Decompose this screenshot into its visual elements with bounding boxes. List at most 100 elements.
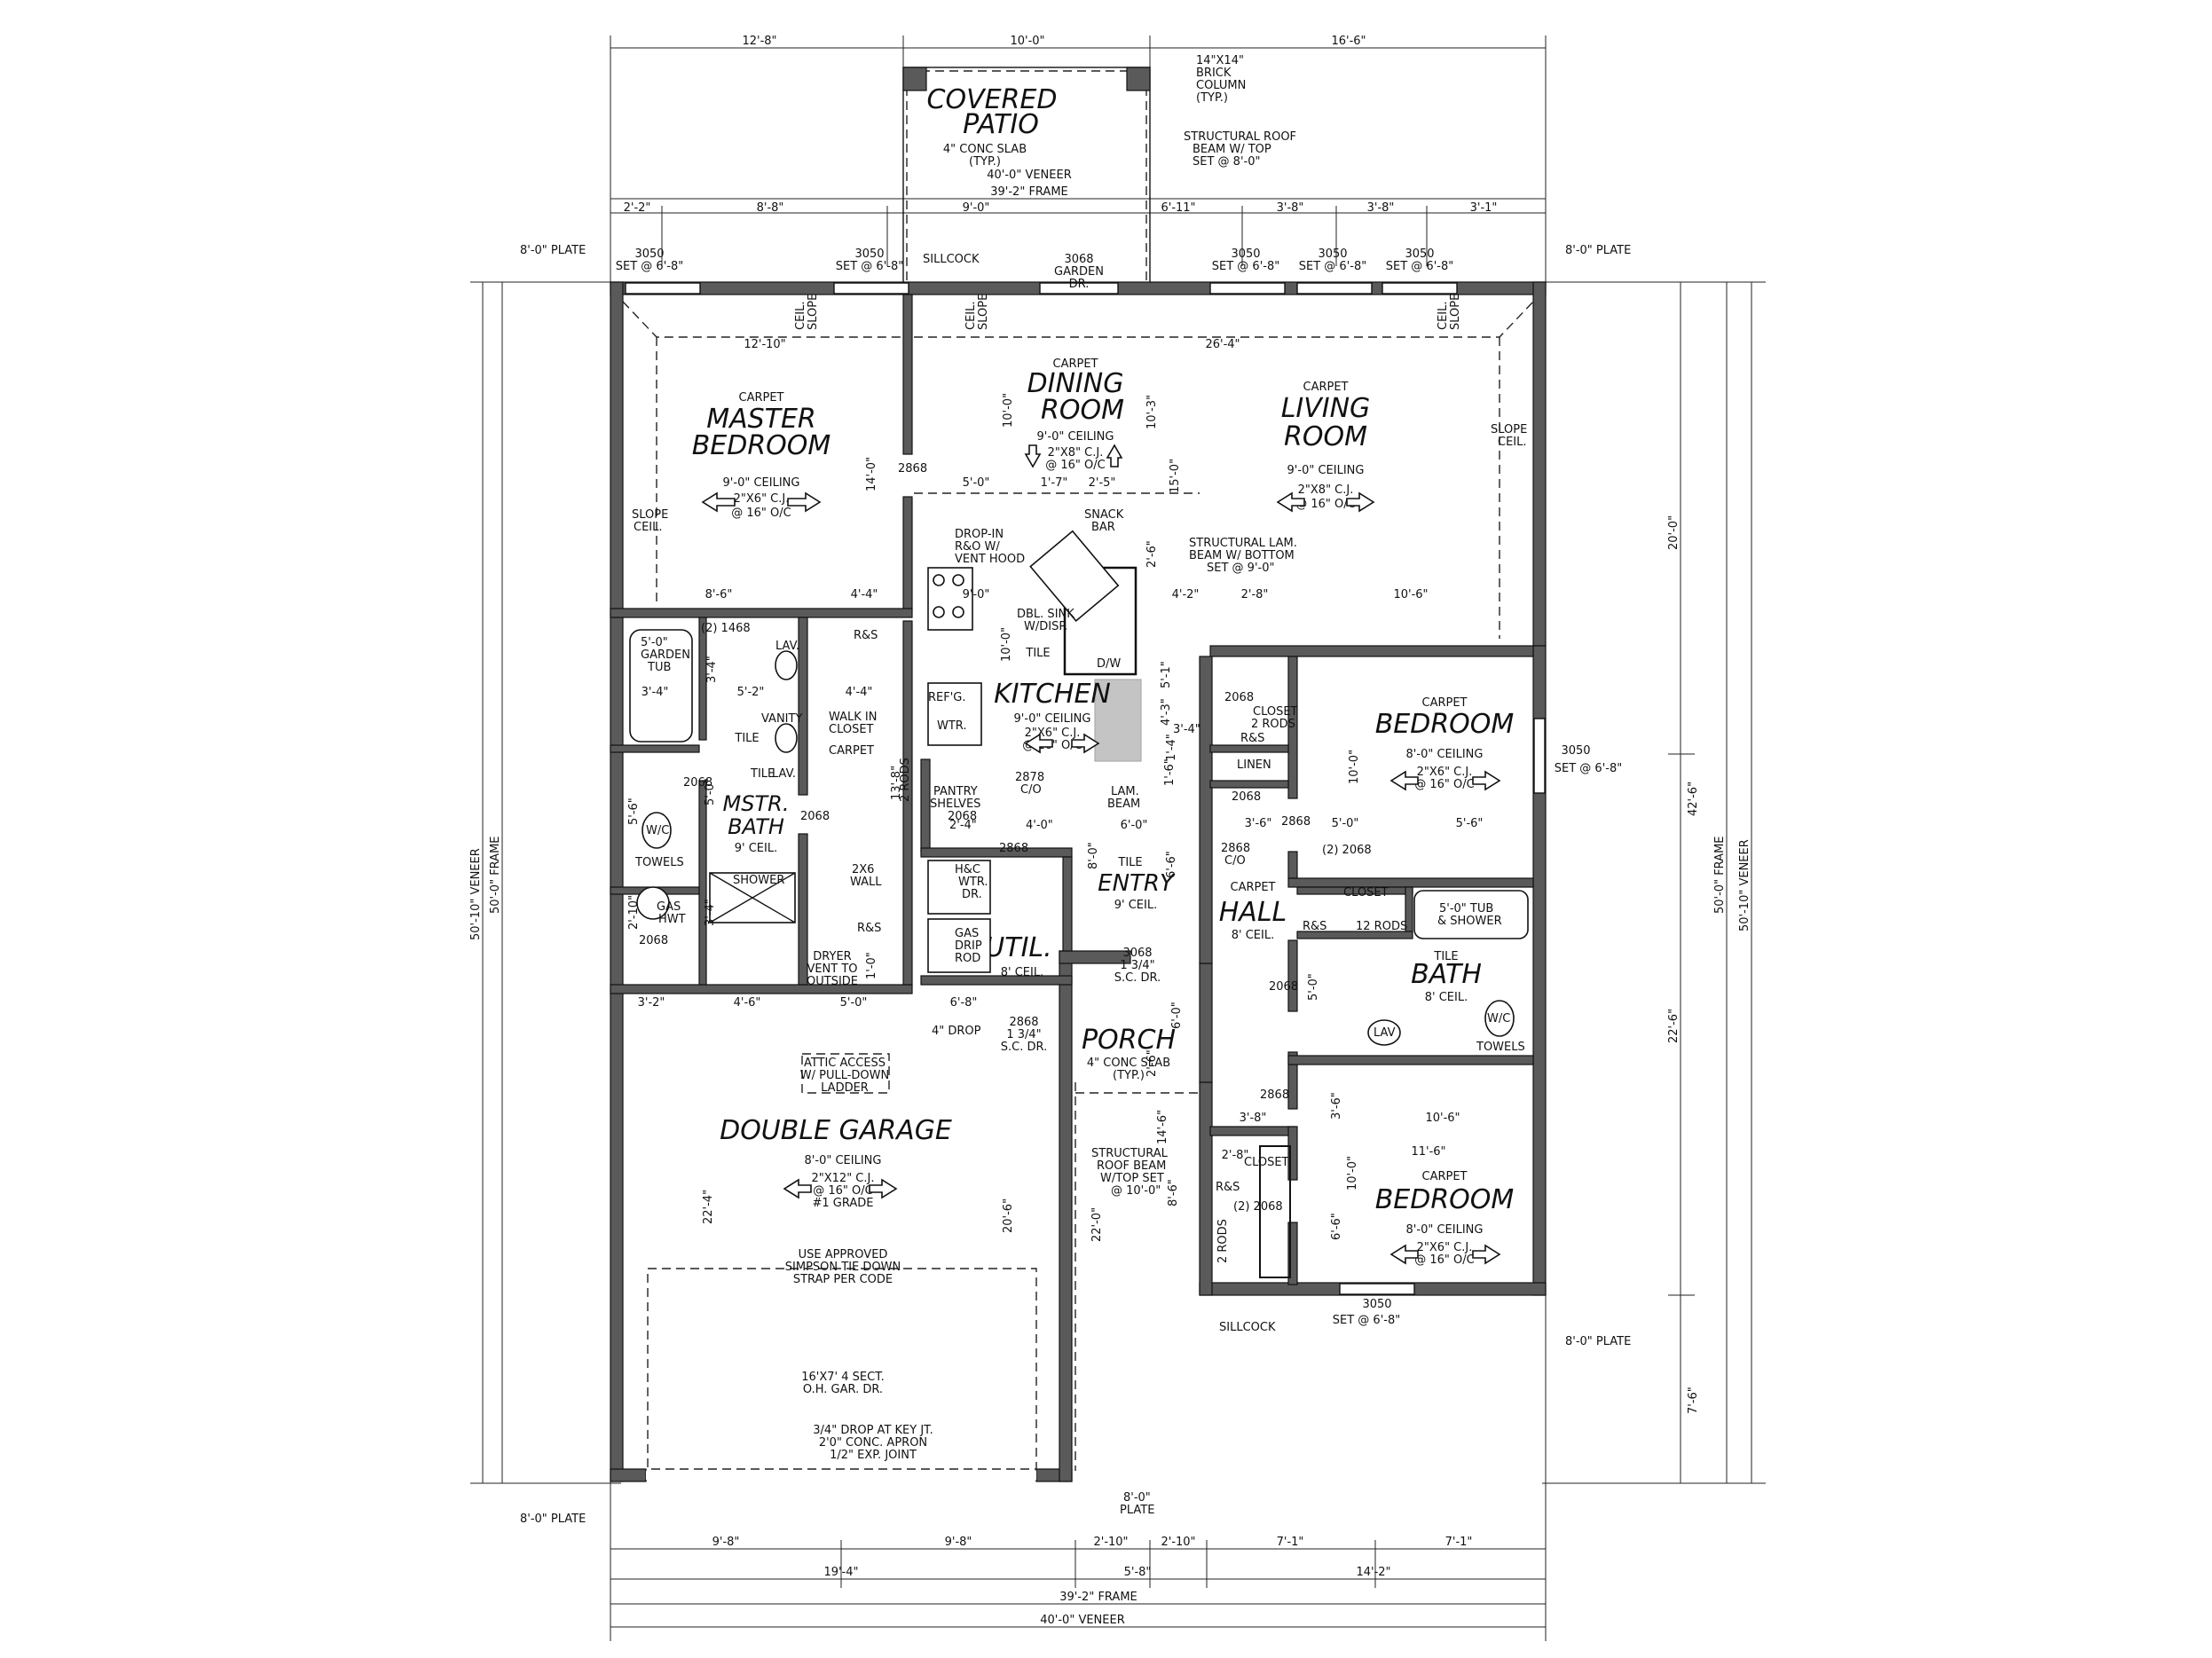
dim-i-c30: 10'-6" — [1425, 1112, 1460, 1125]
plate-top-right: 8'-0" PLATE — [1565, 244, 1631, 257]
door-1468: (2) 1468 — [701, 622, 751, 635]
dryer-note-1: DRYER — [813, 950, 851, 963]
dim-i-a1: 8'-6" — [705, 588, 733, 601]
towels-label-1: TOWELS — [634, 856, 684, 869]
rs-label-b3: R&S — [1216, 1181, 1240, 1194]
dim-i-c7: 5'-6" — [627, 798, 641, 825]
living-cj: 2"X8" C.J. — [1298, 483, 1354, 497]
living-ceiling: 9'-0" CEILING — [1287, 464, 1365, 477]
dim-i-lr-h: 15'-0" — [1169, 459, 1182, 493]
gas-drip-1: GAS — [955, 927, 979, 940]
bedroom2-cj: 2"X6" C.J. — [1417, 766, 1473, 779]
living-floor: CARPET — [1303, 381, 1349, 394]
porch-beam-note-4: @ 10'-0" — [1111, 1184, 1161, 1198]
roof-beam-note-2: BEAM W/ TOP — [1193, 143, 1271, 156]
frame-label: 39'-2" FRAME — [990, 185, 1068, 199]
dim-top2-a: 2'-2" — [624, 201, 651, 215]
master-cj: 2"X6" C.J. — [734, 492, 790, 506]
sillcock-top: SILLCOCK — [923, 253, 980, 266]
lam-beam-2: BEAM — [1107, 798, 1140, 811]
porch-name: PORCH — [1082, 1025, 1176, 1056]
hw-note-3: DR. — [962, 888, 982, 901]
dim-i-c17: 8'-0" — [1087, 842, 1100, 869]
dim-right-low: 22'-6" — [1667, 1009, 1681, 1043]
wtr-label: WTR. — [937, 719, 967, 733]
twobysix-label: 2X6 — [852, 863, 874, 876]
ceil-slope-3b: SLOPE — [1449, 294, 1462, 330]
dim-i-c21: 5'-0" — [840, 996, 868, 1010]
dim-bot4: 40'-0" VENEER — [1040, 1614, 1124, 1627]
garage-door-note-2: O.H. GAR. DR. — [803, 1383, 883, 1396]
dim-i-b4: 3'-4" — [1173, 723, 1200, 736]
hall-name: HALL — [1219, 897, 1287, 928]
dim-i-c9: 3'-4" — [704, 899, 717, 926]
master-oc: @ 16" O/C — [731, 507, 791, 520]
two-rods-label-2: 2 RODS — [1216, 1219, 1230, 1263]
dim-top2-b: 8'-8" — [757, 201, 784, 215]
bedroom3-cj: 2"X6" C.J. — [1417, 1241, 1473, 1254]
dim-i-c38: 2'-6" — [1145, 540, 1159, 568]
apron-note-2: 2'0" CONC. APRON — [819, 1436, 927, 1450]
door-mb: 2868 — [898, 462, 927, 475]
garden-dr-3: DR. — [1069, 278, 1090, 291]
dim-bot1-c: 2'-10" — [1093, 1536, 1128, 1549]
mstr-bath-name-2: BATH — [728, 814, 784, 839]
hw-note-1: H&C — [955, 863, 980, 876]
door-2x2068-b3: (2) 2068 — [1233, 1200, 1283, 1214]
bath-ceiling: 8' CEIL. — [1425, 991, 1468, 1004]
dim-bot2-b: 5'-8" — [1124, 1566, 1152, 1579]
mstr-bath-ceiling: 9' CEIL. — [735, 842, 777, 855]
dim-i-c40: 1'-4" — [1165, 734, 1178, 761]
dim-top2-g: 3'-1" — [1470, 201, 1498, 215]
porch-beam-note-2: ROOF BEAM — [1097, 1159, 1166, 1173]
window-labels: 3050 SET @ 6'-8" 3050 SET @ 6'-8" 3050 S… — [616, 248, 1622, 1327]
dim-i-c34: 3'-6" — [1330, 1092, 1343, 1120]
rs-label-2: R&S — [857, 922, 881, 935]
bath-name: BATH — [1411, 959, 1482, 990]
garden-tub-3: TUB — [647, 661, 671, 674]
dim-left-veneer: 50'-10" VENEER — [469, 848, 483, 940]
master-floor: CARPET — [739, 391, 784, 405]
porch-typ: (TYP.) — [1113, 1069, 1145, 1082]
bedroom2-ceiling: 8'-0" CEILING — [1406, 748, 1484, 761]
dimension-lines — [470, 35, 1766, 1641]
front-door-3: S.C. DR. — [1114, 971, 1161, 985]
bedroom3-name: BEDROOM — [1375, 1184, 1515, 1215]
dim-i-c29: 20'-6" — [1002, 1198, 1015, 1233]
dim-bot2-a: 19'-4" — [823, 1566, 858, 1579]
dim-bot2-c: 14'-2" — [1356, 1566, 1390, 1579]
brick-column-note-1: 14"X14" — [1196, 54, 1244, 67]
bedroom2-name: BEDROOM — [1375, 709, 1515, 740]
dim-i-k1: 5'-0" — [963, 476, 990, 490]
w-lr2-set: SET @ 6'-8" — [1299, 260, 1366, 273]
walkin-note-3: CARPET — [829, 744, 874, 758]
snack-bar-1: SNACK — [1084, 508, 1124, 522]
dim-right-veneer: 50'-10" VENEER — [1738, 839, 1751, 931]
dim-i-a3: 9'-0" — [963, 588, 990, 601]
door-2868-co: 2868 — [1221, 842, 1250, 855]
tub-shower-2: & SHOWER — [1437, 915, 1502, 928]
dropin-note-3: VENT HOOD — [955, 553, 1025, 566]
bedroom3-oc: @ 16" O/C — [1414, 1253, 1474, 1267]
porch-beam-note-3: W/TOP SET — [1100, 1172, 1164, 1185]
dim-i-c39: 2'-6" — [1145, 1049, 1159, 1077]
lam-beam-1: LAM. — [1111, 785, 1139, 798]
refg-label: REF'G. — [928, 691, 966, 704]
dining-oc: @ 16" O/C — [1045, 459, 1105, 472]
dim-i-c31: 11'-6" — [1411, 1145, 1445, 1159]
lav-label-1: LAV. — [775, 640, 799, 653]
dining-ceiling: 9'-0" CEILING — [1037, 430, 1114, 444]
dim-i-c6: 5'-0" — [704, 778, 717, 805]
plate-bottom-left: 8'-0" PLATE — [520, 1513, 586, 1526]
dryer-note-3: OUTSIDE — [807, 975, 858, 988]
wc-label-2: W/C — [1487, 1012, 1510, 1025]
sink-note-1: DBL. SINK — [1017, 608, 1075, 621]
dim-i-mb-width: 12'-10" — [744, 338, 785, 351]
w-b2-set: SET @ 6'-8" — [1555, 762, 1622, 775]
entry-floor: TILE — [1117, 856, 1142, 869]
dim-top1-c: 16'-6" — [1331, 35, 1366, 48]
dim-i-c36: 3'-8" — [1240, 1112, 1267, 1125]
w-lr2-code: 3050 — [1318, 248, 1347, 261]
lav-label-3: LAV — [1374, 1026, 1396, 1040]
